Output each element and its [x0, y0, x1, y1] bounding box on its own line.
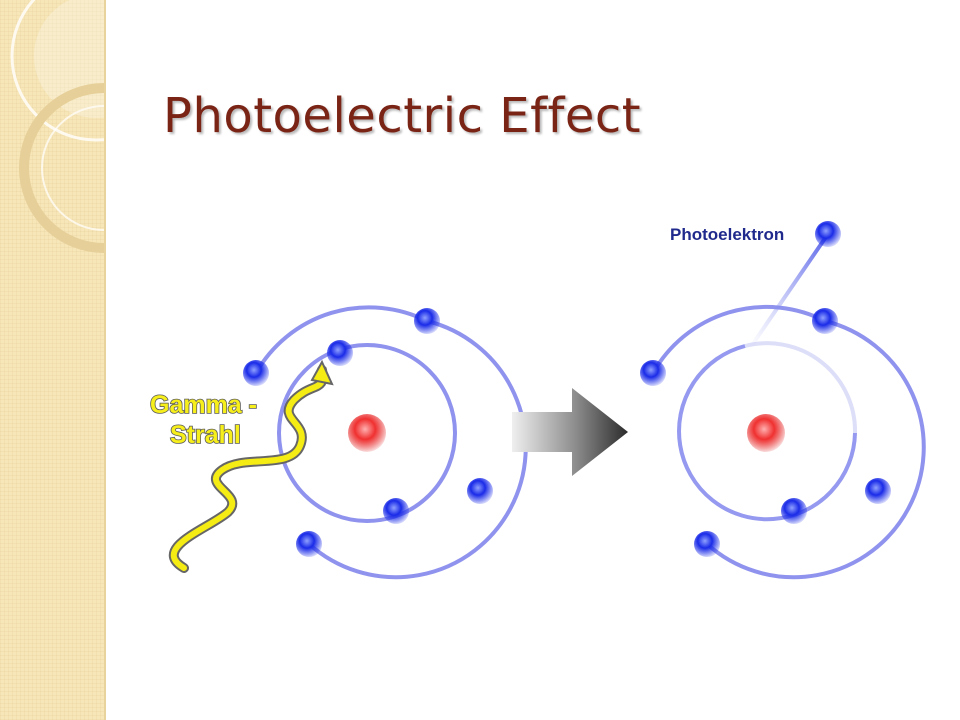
gamma-ray — [169, 359, 334, 573]
electron — [327, 340, 353, 366]
atom-after — [640, 221, 926, 580]
right-arrow-icon — [512, 388, 628, 476]
outer-orbit-left-arc — [254, 305, 429, 375]
outer-orbit-left — [307, 319, 528, 580]
electron — [812, 308, 838, 334]
photoelectron-label: Photoelektron — [670, 225, 784, 244]
electron — [383, 498, 409, 524]
electron — [467, 478, 493, 504]
inner-orbit-left — [277, 343, 457, 523]
gamma-label-line1: Gamma - — [150, 391, 257, 419]
inner-orbit-right — [677, 344, 857, 522]
electron — [243, 360, 269, 386]
inner-orbit-right-fade — [744, 341, 858, 434]
outer-orbit-right-arc — [651, 305, 827, 375]
decorative-side-panel — [0, 0, 106, 720]
nucleus-left — [348, 414, 386, 452]
electron — [296, 531, 322, 557]
outer-orbit-right — [705, 319, 926, 580]
electron — [865, 478, 891, 504]
electron — [640, 360, 666, 386]
photoelectron-trail — [748, 232, 830, 350]
electron — [781, 498, 807, 524]
gamma-label-line2: Strahl — [170, 421, 241, 449]
atom-before — [243, 305, 528, 580]
electron — [414, 308, 440, 334]
slide-title: Photoelectric Effect — [163, 88, 642, 144]
photoelectron — [815, 221, 841, 247]
electron — [694, 531, 720, 557]
decorative-rings-icon — [10, 0, 104, 253]
gamma-arrowhead-icon — [310, 359, 334, 386]
nucleus-right — [747, 414, 785, 452]
